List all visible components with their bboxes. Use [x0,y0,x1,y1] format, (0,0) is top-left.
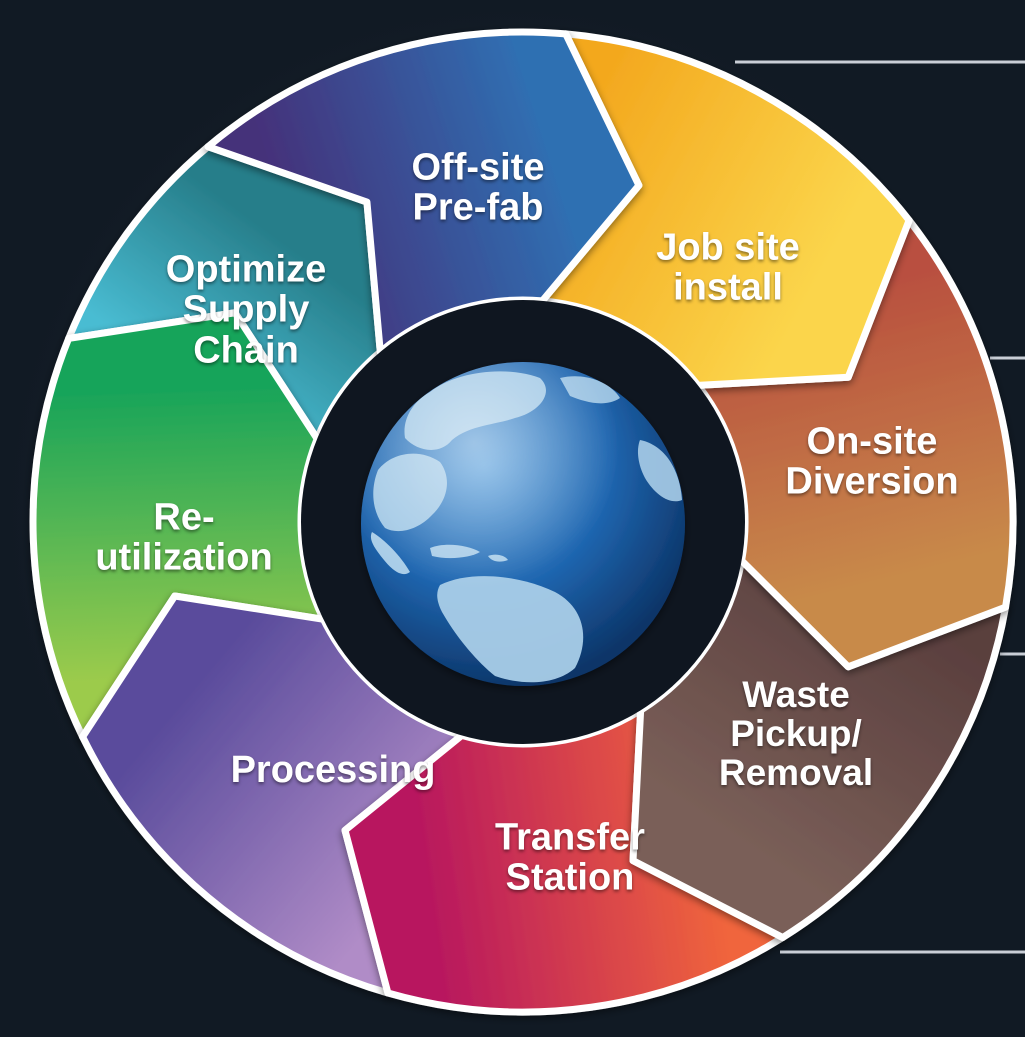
globe-icon [361,362,685,686]
stage-label-reutilization: Re-utilization [95,496,273,579]
stage-label-processing: Processing [230,748,436,791]
leader-lines [735,60,1025,954]
